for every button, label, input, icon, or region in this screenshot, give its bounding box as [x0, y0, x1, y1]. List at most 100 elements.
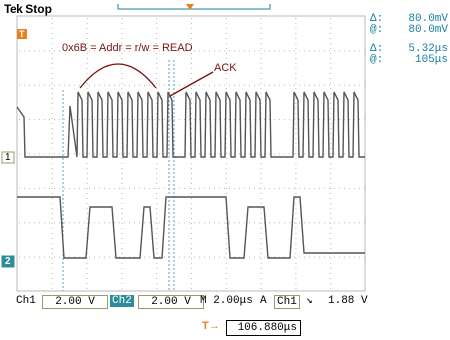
grid-dot — [260, 278, 262, 279]
grid-dot — [114, 153, 115, 155]
grid-dot — [121, 48, 123, 49]
grid-dot — [86, 288, 88, 289]
grid-dot — [19, 153, 20, 155]
grid-dot — [44, 84, 45, 86]
grid-dot — [295, 283, 297, 284]
grid-dot — [225, 253, 227, 254]
grid-dot — [189, 222, 190, 224]
grid-dot — [354, 187, 355, 189]
grid-dot — [86, 283, 88, 284]
grid-dot — [156, 203, 158, 204]
trigger-position-icon[interactable] — [186, 4, 194, 10]
grid-dot — [260, 113, 262, 114]
grid-dot — [279, 222, 280, 224]
grid-dot — [159, 187, 160, 189]
grid-dot — [29, 153, 30, 155]
grid-dot — [229, 84, 230, 86]
grid-dot — [121, 203, 123, 204]
grid-dot — [295, 258, 297, 259]
grid-dot — [295, 88, 297, 89]
grid-dot — [274, 119, 275, 121]
trigger-slope-icon[interactable]: ↘ — [306, 295, 313, 307]
grid-dot — [225, 218, 227, 219]
grid-dot — [264, 50, 265, 52]
trigger-level-marker[interactable] — [17, 29, 27, 39]
grid-dot — [295, 108, 297, 109]
grid-dot — [191, 98, 192, 99]
grid-dot — [295, 208, 297, 209]
grid-dot — [99, 119, 100, 121]
grid-dot — [219, 256, 220, 258]
grid-dot — [191, 248, 192, 249]
ch1-scale[interactable]: 2.00 V — [42, 295, 108, 309]
trigger-source[interactable]: Ch1 — [274, 295, 300, 309]
ch2-scale[interactable]: 2.00 V — [138, 295, 204, 309]
trigger-position-readout[interactable]: 106.880μs — [226, 320, 301, 336]
grid-dot — [54, 119, 55, 121]
grid-dot — [156, 128, 158, 129]
grid-dot — [214, 256, 215, 258]
grid-dot — [295, 43, 297, 44]
grid-dot — [104, 256, 105, 258]
grid-dot — [86, 233, 88, 234]
grid-dot — [259, 222, 260, 224]
grid-dot — [295, 123, 297, 124]
grid-dot — [194, 84, 195, 86]
grid-dot — [260, 73, 262, 74]
grid-dot — [309, 222, 310, 224]
grid-dot — [330, 263, 332, 264]
grid-dot — [225, 243, 227, 244]
grid-dot — [214, 50, 215, 52]
grid-dot — [34, 222, 35, 224]
grid-dot — [309, 119, 310, 121]
grid-dot — [260, 218, 262, 219]
grid-dot — [49, 119, 50, 121]
grid-dot — [154, 187, 155, 189]
grid-dot — [154, 50, 155, 52]
trigger-level[interactable]: 1.88 V — [328, 295, 368, 307]
grid-dot — [295, 58, 297, 59]
grid-dot — [199, 153, 200, 155]
grid-dot — [284, 153, 285, 155]
grid-dot — [59, 153, 60, 155]
grid-dot — [156, 73, 158, 74]
grid-dot — [51, 253, 53, 254]
ch1-ground-marker[interactable] — [1, 151, 15, 164]
grid-dot — [349, 84, 350, 86]
grid-dot — [156, 218, 158, 219]
grid-dot — [99, 187, 100, 189]
grid-dot — [119, 187, 120, 189]
grid-dot — [44, 222, 45, 224]
grid-dot — [289, 119, 290, 121]
grid-dot — [260, 263, 262, 264]
timebase[interactable]: M 2.00μs — [200, 295, 253, 307]
ch2-ground-marker[interactable] — [1, 255, 15, 268]
grid-dot — [51, 173, 53, 174]
grid-dot — [294, 153, 295, 155]
grid-dot — [156, 238, 158, 239]
grid-dot — [224, 50, 225, 52]
grid-dot — [51, 68, 53, 69]
grid-dot — [156, 193, 158, 194]
grid-dot — [89, 153, 90, 155]
ch2-label[interactable]: Ch2 — [110, 295, 134, 307]
grid-dot — [191, 18, 192, 19]
grid-dot — [54, 256, 55, 258]
ch1-label[interactable]: Ch1 — [16, 295, 36, 307]
grid-dot — [191, 23, 192, 24]
grid-dot — [254, 222, 255, 224]
status-bar: Ch1 2.00 V Ch2 2.00 V M 2.00μs A Ch1 ↘ 1… — [16, 295, 368, 309]
grid-dot — [209, 187, 210, 189]
grid-dot — [156, 268, 158, 269]
grid-dot — [260, 48, 262, 49]
readout-abs-time: @: 105μs — [370, 54, 448, 66]
grid-dot — [121, 173, 123, 174]
grid-dot — [225, 168, 227, 169]
grid-dot — [314, 119, 315, 121]
grid-dot — [330, 173, 332, 174]
grid-dot — [156, 113, 158, 114]
grid-dot — [51, 188, 53, 189]
grid-dot — [156, 78, 158, 79]
grid-dot — [194, 256, 195, 258]
grid-dot — [191, 193, 192, 194]
